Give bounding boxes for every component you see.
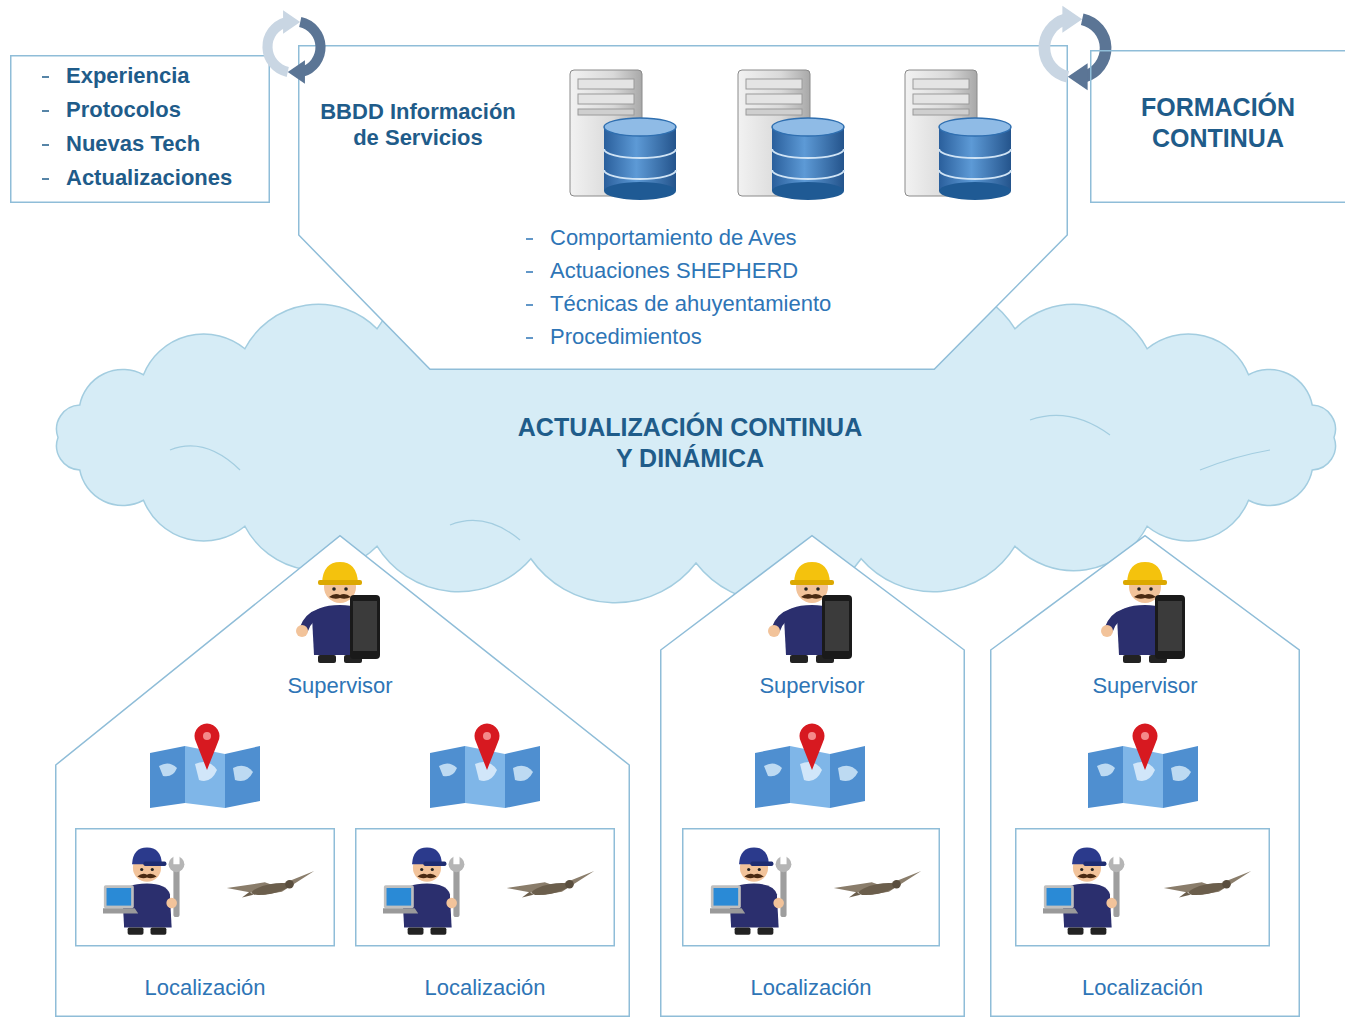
text-slot: Localización [682, 975, 940, 1001]
cloud-curl [1200, 450, 1270, 470]
node-label: Localización [682, 975, 940, 1001]
server-icon [738, 70, 844, 200]
supervisor-zone: SupervisorLocalización [990, 535, 1300, 1017]
bullet-dash [526, 304, 533, 306]
list-item: Nuevas Tech [66, 131, 266, 157]
house-border [661, 536, 965, 1017]
node-label: Supervisor [240, 673, 440, 699]
text-slot: Actuaciones SHEPHERD [550, 258, 980, 284]
node-label: Localización [75, 975, 335, 1001]
location-frame [356, 829, 615, 946]
bullet-dash [526, 271, 533, 273]
node-label: Supervisor [1045, 673, 1245, 699]
bullet-dash [526, 337, 533, 339]
box-border [1091, 51, 1345, 203]
cloud-curl [450, 520, 520, 540]
text-slot: Nuevas Tech [66, 131, 266, 157]
server-icon [905, 70, 1011, 200]
bird-icon [834, 871, 921, 898]
location-box: Localización [355, 828, 615, 1008]
supervisor-icon [1101, 562, 1185, 663]
list-item: Protocolos [66, 97, 266, 123]
database-panel-outline [298, 45, 1068, 370]
bird-icon [507, 871, 594, 898]
supervisor-icon [296, 562, 380, 663]
list-item: Comportamiento de Aves [550, 225, 980, 251]
database-panel: BBDD Información de ServiciosComportamie… [298, 45, 1068, 370]
location-box: Localización [1015, 828, 1270, 1008]
heading-text: BBDD Información de Servicios [320, 99, 516, 152]
location-frame [76, 829, 335, 946]
training-box: FORMACIÓN CONTINUA [1090, 50, 1345, 203]
location-frame [683, 829, 940, 946]
house-border [991, 536, 1300, 1017]
tech-icon [101, 848, 184, 935]
text-slot: Localización [75, 975, 335, 1001]
text-slot: Procedimientos [550, 324, 980, 350]
text-slot: Supervisor [240, 673, 440, 699]
tech-icon [708, 848, 791, 935]
heading-text: FORMACIÓN CONTINUA [1098, 92, 1338, 155]
location-frame [1016, 829, 1270, 946]
node-label: Localización [355, 975, 615, 1001]
cycle-icon [1044, 6, 1105, 91]
heading-text: ACTUALIZACIÓN CONTINUA Y DINÁMICA [510, 412, 870, 475]
topic-list-box: ExperienciaProtocolosNuevas TechActualiz… [10, 55, 270, 203]
list-item: Actuaciones SHEPHERD [550, 258, 980, 284]
text-slot: Protocolos [66, 97, 266, 123]
tech-icon [381, 848, 464, 935]
map-icon [755, 724, 865, 808]
supervisor-zone: SupervisorLocalización Localización [55, 535, 630, 1017]
supervisor-zone: SupervisorLocalización [660, 535, 965, 1017]
text-slot: Localización [1015, 975, 1270, 1001]
bullet-dash [42, 110, 49, 112]
text-slot: Supervisor [712, 673, 912, 699]
supervisor-icon [768, 562, 852, 663]
text-slot: Actualizaciones [66, 165, 266, 191]
text-slot: Localización [355, 975, 615, 1001]
text-slot: Técnicas de ahuyentamiento [550, 291, 980, 317]
location-box: Localización [75, 828, 335, 1008]
list-item: Técnicas de ahuyentamiento [550, 291, 980, 317]
tech-icon [1041, 848, 1124, 935]
bullet-dash [42, 76, 49, 78]
bullet-dash [42, 178, 49, 180]
map-icon [430, 724, 540, 808]
map-icon [150, 724, 260, 808]
box-border [11, 56, 270, 203]
server-icon [570, 70, 676, 200]
list-item: Procedimientos [550, 324, 980, 350]
list-item: Experiencia [66, 63, 266, 89]
node-label: Localización [1015, 975, 1270, 1001]
list-item: Actualizaciones [66, 165, 266, 191]
bullet-dash [526, 238, 533, 240]
location-box: Localización [682, 828, 940, 1008]
house-border [56, 536, 630, 1017]
text-slot: Supervisor [1045, 673, 1245, 699]
panel-border [299, 46, 1068, 370]
cloud-curl [170, 446, 240, 470]
bird-icon [1164, 871, 1251, 898]
cycle-icon [267, 10, 320, 83]
text-slot: Experiencia [66, 63, 266, 89]
text-slot: FORMACIÓN CONTINUA [1098, 92, 1338, 155]
text-slot: BBDD Información de Servicios [320, 99, 516, 152]
bird-icon [227, 871, 314, 898]
text-slot: ACTUALIZACIÓN CONTINUA Y DINÁMICA [510, 412, 870, 475]
cloud-curl [1030, 415, 1110, 435]
bullet-dash [42, 144, 49, 146]
map-icon [1088, 724, 1198, 808]
text-slot: Comportamiento de Aves [550, 225, 980, 251]
node-label: Supervisor [712, 673, 912, 699]
